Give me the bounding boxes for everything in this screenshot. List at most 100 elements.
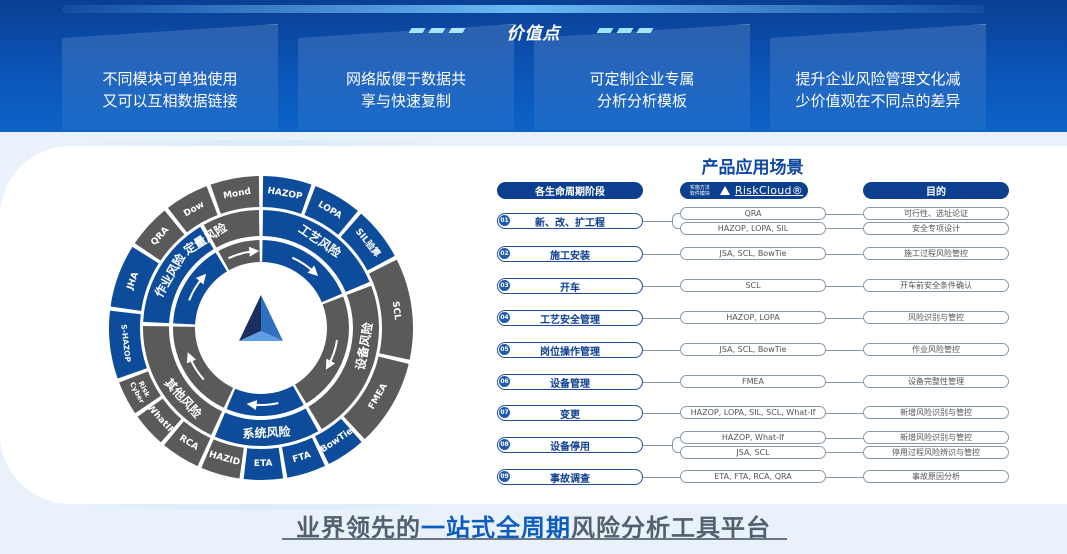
purpose-pill: 新增风险识别与管控 — [863, 431, 1009, 444]
outer-segment — [201, 439, 244, 479]
cycle-arrow-icon — [228, 246, 260, 260]
arrow-ring — [173, 240, 349, 417]
slogan-underline — [282, 538, 787, 540]
value-points-title: 价值点 — [506, 24, 561, 44]
connector-line — [643, 221, 673, 222]
slogan: 业界领先的一站式全周期风险分析工具平台 — [296, 514, 771, 542]
inner-segment — [262, 210, 370, 293]
stage-label: 工艺安全管理 — [540, 314, 600, 326]
arrow-segment — [226, 385, 304, 417]
connector-line — [826, 214, 863, 215]
outer-segment — [119, 371, 161, 414]
outer-segment — [281, 437, 326, 478]
stage-label: 岗位操作管理 — [540, 346, 600, 358]
stage-pill: 09 事故调查 — [497, 469, 643, 485]
connector-line — [643, 413, 680, 414]
outer-segment-label: SCL — [390, 301, 402, 321]
stage-number-badge: 04 — [499, 312, 510, 323]
stage-label: 施工安装 — [550, 250, 590, 262]
connector-line — [826, 350, 863, 351]
connector-line — [826, 254, 863, 255]
scenarios-title: 产品应用场景 — [701, 158, 804, 178]
stage-pill: 08 设备停用 — [497, 437, 643, 453]
purpose-pill: 设备完整性管理 — [863, 375, 1009, 388]
stage-number-badge: 09 — [499, 471, 510, 482]
stage-label: 设备管理 — [550, 378, 590, 390]
purpose-pill: 可行性、选址论证 — [863, 207, 1009, 220]
purpose-pill: 事故原因分析 — [863, 470, 1009, 483]
riskcloud-logo-icon — [239, 295, 283, 341]
method-pill: FMEA — [680, 375, 826, 388]
cycle-arrow-icon — [325, 339, 339, 370]
method-pill: HAZOP, LOPA — [680, 311, 826, 324]
outer-segment — [210, 176, 260, 214]
purpose-pill: 开车前安全条件确认 — [863, 279, 1009, 292]
outer-segment — [108, 310, 147, 379]
stage-number-badge: 03 — [499, 280, 510, 291]
method-pill: ETA, FTA, RCA, QRA — [680, 470, 826, 483]
purpose-pill: 停用过程风险辨识与管控 — [863, 446, 1009, 459]
outer-segment — [262, 176, 312, 214]
method-pill: HAZOP, What-If — [680, 431, 826, 444]
connector-line — [643, 445, 673, 446]
purpose-pill: 安全专项设计 — [863, 222, 1009, 235]
cycle-arrow-icon — [186, 352, 205, 381]
purpose-pill: 新增风险识别与管控 — [863, 406, 1009, 419]
stage-number-badge: 02 — [499, 248, 510, 259]
connector-line — [643, 254, 680, 255]
connector-bracket — [672, 437, 680, 453]
header-purpose: 目的 — [863, 182, 1009, 199]
purpose-pill: 施工过程风险管控 — [863, 247, 1009, 260]
stage-label: 新、改、扩工程 — [535, 217, 605, 229]
header-small-text: 实施方法 软件模块 — [689, 184, 710, 197]
header-brand: RiskCloud® — [734, 184, 804, 197]
stage-label: 变更 — [560, 409, 580, 421]
outer-segment — [164, 421, 211, 467]
connector-line — [643, 286, 680, 287]
connector-line — [826, 318, 863, 319]
connector-line — [826, 477, 863, 478]
method-pill: SCL — [680, 279, 826, 292]
connector-line — [643, 318, 680, 319]
arrow-segment — [173, 326, 234, 408]
connector-line — [826, 228, 863, 229]
inner-segment — [214, 408, 319, 447]
stage-pill: 05 岗位操作管理 — [497, 342, 643, 358]
connector-line — [643, 382, 680, 383]
purpose-pill: 风险识别与管控 — [863, 311, 1009, 324]
value-card-2: 网络版便于数据共 享与快速复制 — [298, 24, 514, 130]
outer-segment — [243, 447, 284, 480]
arrow-segment — [294, 296, 349, 404]
stage-number-badge: 05 — [499, 344, 510, 355]
stage-label: 设备停用 — [550, 441, 590, 453]
outer-segment — [304, 186, 358, 235]
header-riskcloud: 实施方法 软件模块 RiskCloud® — [680, 182, 808, 199]
inner-segment — [308, 285, 379, 430]
outer-segment — [137, 398, 182, 443]
stage-number-badge: 08 — [499, 439, 510, 450]
inner-segment — [143, 325, 223, 435]
inner-segment — [203, 210, 260, 248]
arrow-segment — [173, 252, 228, 325]
method-pill: JSA, SCL, BowTie — [680, 343, 826, 356]
method-pill: HAZOP, LOPA, SIL, SCL, What-If — [680, 406, 826, 419]
outer-segment — [134, 210, 185, 261]
outer-segment — [167, 186, 218, 233]
cycle-arrow-icon — [291, 256, 319, 277]
outer-segment — [340, 213, 395, 271]
connector-line — [826, 382, 863, 383]
connector-bracket — [672, 213, 680, 229]
connector-line — [826, 452, 863, 453]
outer-segment — [315, 418, 362, 465]
method-pill: HAZOP, LOPA, SIL — [680, 222, 826, 235]
risk-wheel: HAZOPLOPASIL验算SCLFMEABowTieFTAETAHAZIDRC… — [108, 176, 413, 480]
stage-label: 事故调查 — [550, 473, 590, 485]
connector-line — [643, 350, 680, 351]
stage-number-badge: 06 — [499, 376, 510, 387]
method-pill: QRA — [680, 207, 826, 220]
outer-segment — [110, 246, 159, 311]
outer-segment — [369, 259, 413, 360]
